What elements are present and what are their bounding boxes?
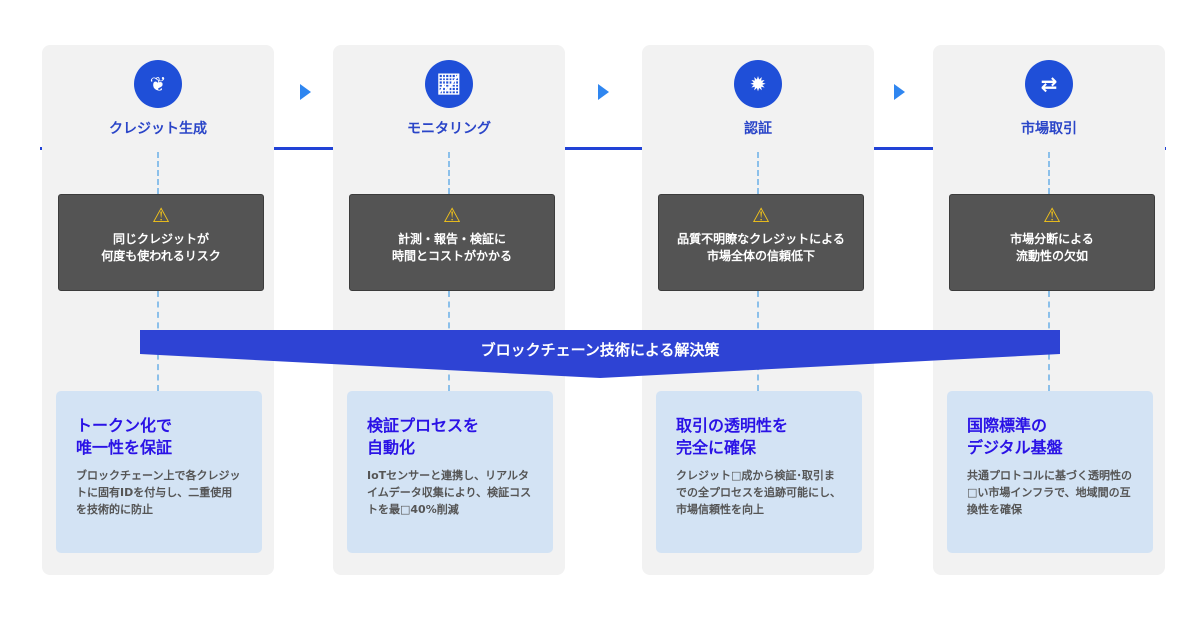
- step-label: 市場取引: [1021, 121, 1077, 137]
- warning-icon: ⚠: [1043, 203, 1061, 227]
- problem-box: ⚠ 市場分断による 流動性の欠如: [949, 194, 1155, 291]
- solution-box: 取引の透明性を 完全に確保 クレジット□成から検証･取引までの全プロセスを追跡可…: [656, 391, 862, 553]
- timeline-line: [40, 147, 1166, 150]
- solution-body: ブロックチェーン上で各クレジットに固有IDを付与し、二重使用を技術的に防止: [76, 469, 241, 516]
- next-arrow-icon: [598, 84, 609, 100]
- step-label: モニタリング: [407, 121, 491, 137]
- problem-line: 何度も使われるリスク: [101, 249, 221, 263]
- connector-dash: [157, 152, 159, 194]
- connector-dash: [448, 152, 450, 194]
- warning-icon: ⚠: [152, 203, 170, 227]
- problem-line: 時間とコストがかかる: [391, 249, 512, 263]
- solution-box: 検証プロセスを 自動化 IoTセンサーと連携し、リアルタイムデータ収集により、検…: [347, 391, 553, 553]
- solution-title: 取引の透明性を 完全に確保: [676, 416, 789, 457]
- problem-line: 同じクレジットが: [112, 232, 209, 246]
- connector-dash: [1048, 152, 1050, 194]
- problem-line: 流動性の欠如: [1015, 249, 1088, 263]
- solution-title: 検証プロセスを 自動化: [367, 416, 480, 457]
- next-arrow-icon: [894, 84, 905, 100]
- step-label: 認証: [744, 121, 772, 137]
- solution-body: 共通プロトコルに基づく透明性の□い市場インフラで、地域間の互換性を確保: [967, 469, 1132, 516]
- step-label: クレジット生成: [109, 121, 207, 137]
- problem-box: ⚠ 品質不明瞭なクレジットによる 市場全体の信頼低下: [658, 194, 864, 291]
- badge-icon: ✹: [734, 60, 782, 108]
- problem-line: 市場全体の信頼低下: [706, 249, 815, 263]
- next-arrow-icon: [300, 84, 311, 100]
- chart-icon: 📈︎: [425, 60, 473, 108]
- connector-dash: [757, 152, 759, 194]
- warning-icon: ⚠: [443, 203, 461, 227]
- exchange-icon: ⇄: [1025, 60, 1073, 108]
- solution-banner-text: ブロックチェーン技術による解決策: [480, 341, 720, 359]
- solution-title: 国際標準の デジタル基盤: [967, 416, 1063, 457]
- problem-line: 市場分断による: [1010, 232, 1094, 246]
- solution-banner: [140, 330, 1060, 378]
- problem-box: ⚠ 計測・報告・検証に 時間とコストがかかる: [349, 194, 555, 291]
- problem-box: ⚠ 同じクレジットが 何度も使われるリスク: [58, 194, 264, 291]
- problem-line: 計測・報告・検証に: [397, 232, 506, 246]
- problem-line: 品質不明瞭なクレジットによる: [677, 232, 845, 246]
- solution-box: 国際標準の デジタル基盤 共通プロトコルに基づく透明性の□い市場インフラで、地域…: [947, 391, 1153, 553]
- leaf-icon: ❦: [134, 60, 182, 108]
- solution-body: IoTセンサーと連携し、リアルタイムデータ収集により、検証コストを最□40%削減: [367, 469, 532, 516]
- warning-icon: ⚠: [752, 203, 770, 227]
- solution-body: クレジット□成から検証･取引までの全プロセスを追跡可能にし、市場信頼性を向上: [676, 469, 841, 516]
- solution-box: トークン化で 唯一性を保証 ブロックチェーン上で各クレジットに固有IDを付与し、…: [56, 391, 262, 553]
- solution-title: トークン化で 唯一性を保証: [76, 416, 173, 457]
